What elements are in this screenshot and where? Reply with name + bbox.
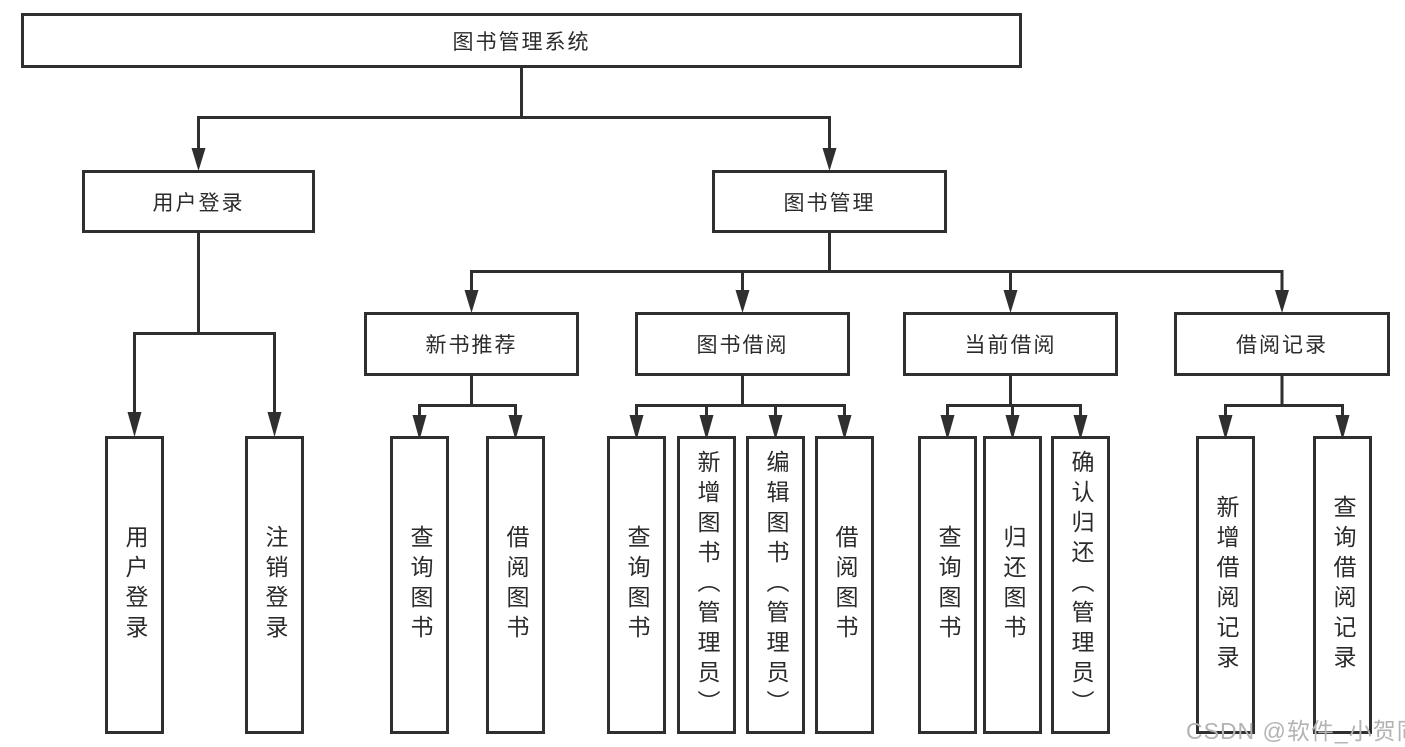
leaf-records-add-record-label: 新增借阅记录 (1213, 495, 1239, 675)
leaf-borrow-edit-books-admin: 编辑图书（管理员） (746, 436, 805, 734)
node-current-borrow-label: 当前借阅 (964, 334, 1057, 357)
leaf-borrow-query-books: 查询图书 (607, 436, 666, 734)
leaf-borrow-query-books-label: 查询图书 (624, 525, 650, 645)
arrowhead-group (127, 148, 1350, 440)
node-user-login: 用户登录 (82, 170, 315, 233)
node-book-borrow-label: 图书借阅 (696, 334, 789, 357)
node-user-login-label: 用户登录 (152, 191, 245, 215)
leaf-recommend-borrow-books-label: 借阅图书 (503, 525, 529, 645)
leaf-current-return-books-label: 归还图书 (1000, 525, 1026, 645)
leaf-borrow-edit-books-admin-label: 编辑图书（管理员） (763, 450, 789, 720)
leaf-logout-label: 注销登录 (262, 525, 288, 645)
node-book-management: 图书管理 (712, 170, 947, 233)
node-root-label: 图书管理系统 (452, 30, 591, 54)
leaf-user-login-label: 用户登录 (122, 525, 148, 645)
leaf-logout: 注销登录 (245, 436, 304, 734)
leaf-borrow-add-books-admin: 新增图书（管理员） (677, 436, 736, 734)
leaf-borrow-borrow-books-label: 借阅图书 (832, 525, 858, 645)
leaf-records-query-record-label: 查询借阅记录 (1330, 495, 1356, 675)
node-book-management-label: 图书管理 (783, 191, 876, 215)
leaf-current-confirm-return-admin-label: 确认归还（管理员） (1068, 450, 1094, 720)
leaf-borrow-borrow-books: 借阅图书 (815, 436, 874, 734)
leaf-recommend-query-books-label: 查询图书 (407, 525, 433, 645)
leaf-current-query-books: 查询图书 (918, 436, 977, 734)
node-borrow-records-label: 借阅记录 (1236, 334, 1328, 357)
leaf-current-return-books: 归还图书 (983, 436, 1042, 734)
leaf-recommend-borrow-books: 借阅图书 (486, 436, 545, 734)
node-book-borrow: 图书借阅 (635, 312, 850, 376)
node-borrow-records: 借阅记录 (1174, 312, 1390, 376)
leaf-records-add-record: 新增借阅记录 (1196, 436, 1255, 734)
leaf-records-query-record: 查询借阅记录 (1313, 436, 1372, 734)
leaf-current-query-books-label: 查询图书 (935, 525, 961, 645)
node-current-borrow: 当前借阅 (903, 312, 1118, 376)
node-new-book-recommend: 新书推荐 (364, 312, 579, 376)
leaf-current-confirm-return-admin: 确认归还（管理员） (1051, 436, 1110, 734)
leaf-user-login: 用户登录 (105, 436, 164, 734)
leaf-borrow-add-books-admin-label: 新增图书（管理员） (694, 450, 720, 720)
node-root: 图书管理系统 (21, 13, 1022, 68)
leaf-recommend-query-books: 查询图书 (390, 436, 449, 734)
node-new-book-recommend-label: 新书推荐 (425, 334, 518, 357)
